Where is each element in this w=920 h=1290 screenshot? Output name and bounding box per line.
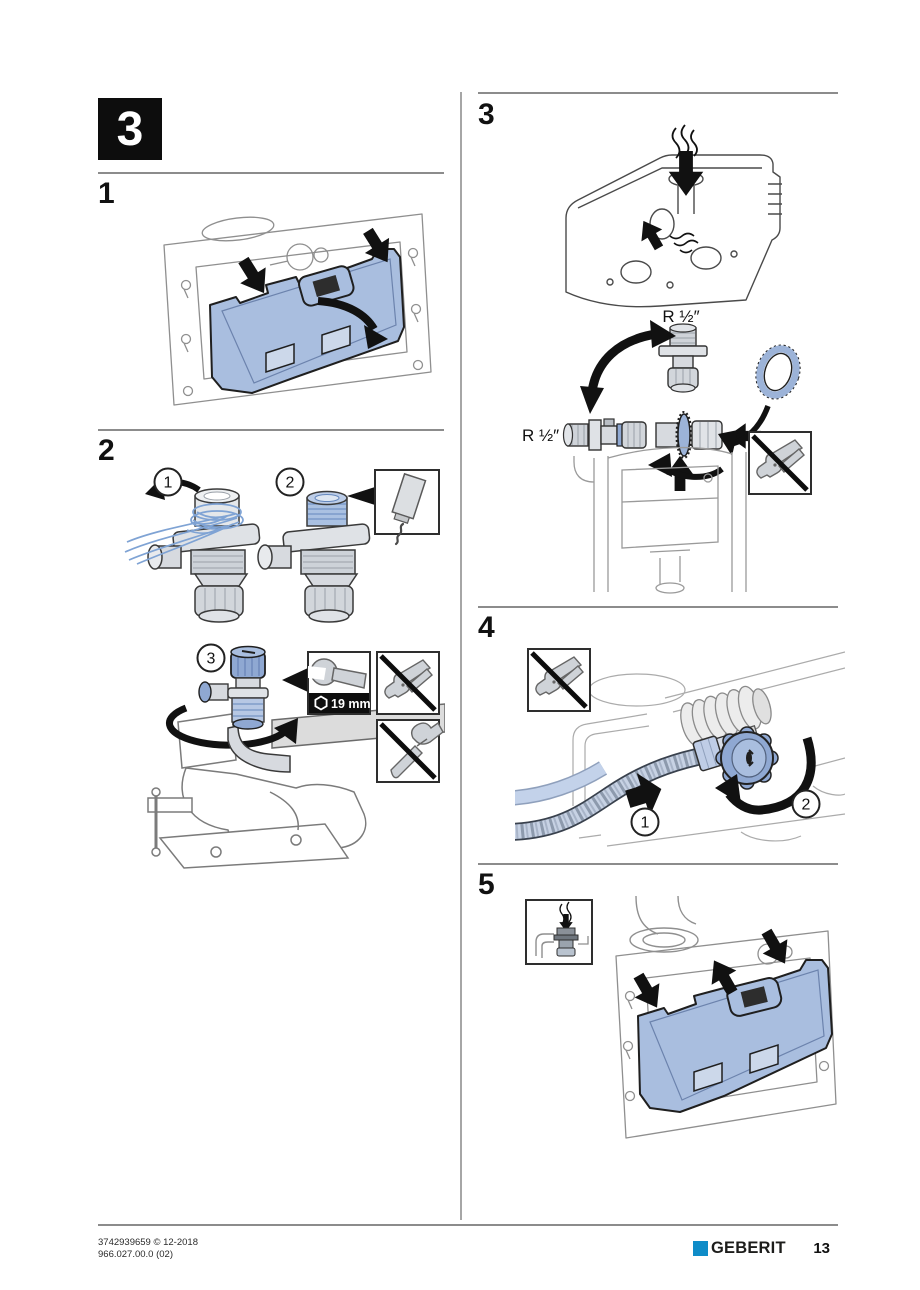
open-end-wrench-icon — [308, 658, 367, 689]
footer-rule — [98, 1224, 838, 1226]
rotation-arrow — [165, 704, 291, 749]
angle-valve-hemp — [124, 478, 261, 623]
step1-heading: 1 — [98, 177, 115, 210]
open-end-wrench-inset: 19 mm — [282, 651, 371, 715]
callout-2: 2 — [286, 475, 295, 492]
protection-plate-removal-illustration — [163, 213, 432, 406]
callout-arrowhead — [347, 487, 375, 505]
section-rule-step4 — [478, 606, 838, 608]
seal-ring-installed — [677, 413, 691, 457]
steam-lines — [671, 124, 698, 159]
callout-circle-1 — [153, 467, 183, 497]
thread-label-side: R ½″ — [522, 426, 559, 445]
chapter-number-box: 3 — [98, 98, 162, 160]
angle-valve-sealant — [257, 490, 371, 623]
union-nut-assembly — [648, 411, 761, 491]
swing-arrow — [317, 297, 378, 332]
step2-heading: 2 — [98, 434, 115, 467]
sealant-tube-inset — [347, 469, 440, 546]
protection-plate-install-illustration — [525, 896, 837, 1139]
water-connection-illustration: R ½″ R ½″ — [522, 124, 842, 594]
step3-heading: 3 — [478, 98, 495, 131]
step4-heading: 4 — [478, 611, 495, 644]
chapter-number: 3 — [116, 102, 144, 156]
blue-sleeve — [515, 761, 608, 806]
toothed-seal-ring-icon — [755, 344, 801, 400]
hex-icon — [314, 695, 328, 711]
callout-circle-3 — [196, 643, 226, 673]
heat-protection-inset — [525, 899, 593, 965]
callout-3: 3 — [207, 651, 216, 668]
brand-name: GEBERIT — [711, 1239, 786, 1257]
corrugated-connector — [680, 685, 772, 747]
protection-plate — [637, 959, 833, 1113]
keyhole-slots — [180, 247, 424, 397]
bench-vise — [147, 703, 445, 869]
logo-square-icon — [693, 1241, 708, 1256]
background-frame-lines — [572, 651, 845, 847]
callout-circle-2 — [791, 789, 821, 819]
plate-handle — [726, 977, 783, 1017]
braided-hose — [515, 748, 700, 841]
protection-plate — [209, 248, 405, 394]
callout-1: 1 — [641, 815, 650, 832]
section-rule-step5 — [478, 863, 838, 865]
sealant-tube-icon — [391, 472, 427, 524]
footer-document-codes: 3742939659 © 12-2018 966.027.00.0 (02) — [98, 1237, 198, 1261]
plate-windows — [693, 1043, 779, 1093]
no-pliers-icon — [377, 652, 439, 714]
cistern-frame-outline — [163, 213, 432, 406]
thread-fitting-horizontal — [562, 418, 647, 451]
valve-with-steam-icon — [553, 901, 579, 957]
elbow-outlet — [227, 725, 291, 773]
no-pliers-icon — [528, 649, 590, 711]
swap-arrow-icon — [587, 329, 657, 393]
hand-tighten-knob — [715, 726, 779, 790]
valve-flange — [172, 523, 261, 553]
page-number: 13 — [813, 1240, 830, 1257]
plate-windows — [265, 324, 351, 374]
callout-circle-1 — [630, 807, 660, 837]
callout-1: 1 — [164, 475, 173, 492]
valve-preparation-illustration: 1 2 — [124, 467, 445, 869]
callout-2: 2 — [802, 797, 811, 814]
step5-heading: 5 — [478, 868, 495, 901]
sealant-bead — [394, 522, 405, 546]
no-adjustable-wrench-icon — [377, 720, 443, 782]
thread-label-top: R ½″ — [662, 307, 699, 326]
doc-code-line1: 3742939659 © 12-2018 — [98, 1237, 198, 1248]
frame-lower-outline — [573, 446, 747, 594]
hose-connection-illustration: 1 2 — [515, 646, 845, 847]
section-rule-step3 — [478, 92, 838, 94]
section-rule-step1 — [98, 172, 444, 174]
valve-in-vise — [165, 645, 298, 773]
doc-code-line2: 966.027.00.0 (02) — [98, 1249, 174, 1260]
callout-arrowhead — [282, 668, 308, 692]
thread-fitting-vertical — [658, 323, 708, 393]
hemp-strands — [124, 503, 244, 565]
column-divider — [460, 92, 462, 1220]
tighten-arrow — [725, 736, 816, 815]
small-steam-lines — [669, 232, 699, 254]
callout-circle-2 — [275, 467, 305, 497]
wrench-size-label: 19 mm — [331, 697, 371, 711]
flush-bend-outline — [629, 896, 699, 953]
no-pliers-icon — [749, 432, 811, 494]
section-rule-step2 — [98, 429, 444, 431]
geberit-logo: GEBERIT — [693, 1239, 786, 1258]
swing-arrowhead — [364, 325, 388, 349]
